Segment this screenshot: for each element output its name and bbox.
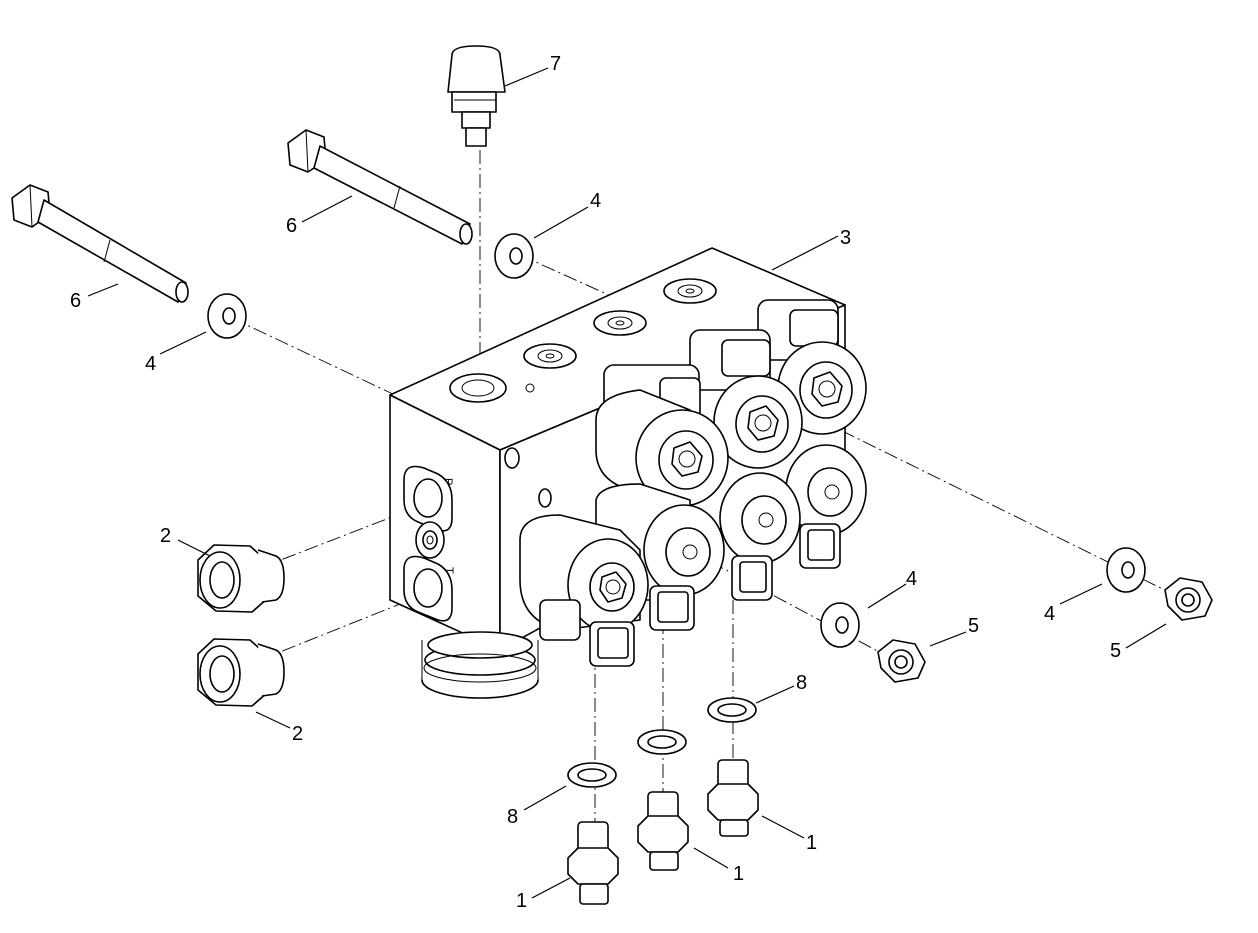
callout-5-near: 5	[968, 615, 979, 637]
callout-7: 7	[550, 53, 561, 75]
callout-1-right: 1	[806, 832, 817, 854]
solenoid-upper-3	[757, 299, 867, 435]
callout-1-left: 1	[516, 890, 527, 912]
callout-1-middle: 1	[733, 863, 744, 885]
callout-8-left: 8	[507, 806, 518, 828]
solenoid-lower-3	[785, 444, 867, 569]
callout-5-far: 5	[1110, 640, 1121, 662]
callout-4-left: 4	[145, 353, 156, 375]
nut-fitting-lower	[197, 638, 285, 707]
seal-left	[567, 762, 617, 788]
seal-right	[707, 697, 757, 723]
solenoid-lower-2	[719, 472, 801, 601]
callout-8-right: 8	[796, 672, 807, 694]
nut-right-far	[1164, 577, 1213, 621]
solenoid-front	[519, 514, 649, 667]
callout-6-left: 6	[70, 290, 81, 312]
adapter-right	[707, 759, 759, 837]
adapter-left	[567, 821, 619, 905]
callout-labels: 7 6 6 4 4 3 2 2 4 4 5 5 8 8 1 1 1	[70, 53, 1121, 912]
washer-left	[207, 293, 247, 339]
nut-right-near	[877, 639, 926, 683]
seal-middle	[637, 729, 687, 755]
callout-6-upper: 6	[286, 215, 297, 237]
cap-plug	[447, 45, 506, 147]
bolt-left	[11, 184, 189, 303]
callout-4-right-far: 4	[1044, 603, 1055, 625]
port-label-t: T	[443, 567, 455, 574]
callout-2-upper: 2	[160, 525, 171, 547]
adapter-middle	[637, 791, 689, 871]
washer-right-near	[820, 602, 860, 648]
bolt-upper	[287, 129, 473, 245]
callout-3: 3	[840, 227, 851, 249]
callout-4-right-near: 4	[906, 568, 917, 590]
leader-lines	[87, 67, 1167, 899]
callout-4-upper: 4	[590, 190, 601, 212]
solenoid-upper-2	[689, 329, 803, 469]
washer-right-far	[1106, 547, 1146, 593]
port-label-p: P	[442, 478, 454, 485]
washer-upper	[494, 233, 534, 279]
solenoid-upper-1	[595, 364, 729, 507]
nut-fitting-upper	[197, 544, 285, 613]
callout-2-lower: 2	[292, 723, 303, 745]
